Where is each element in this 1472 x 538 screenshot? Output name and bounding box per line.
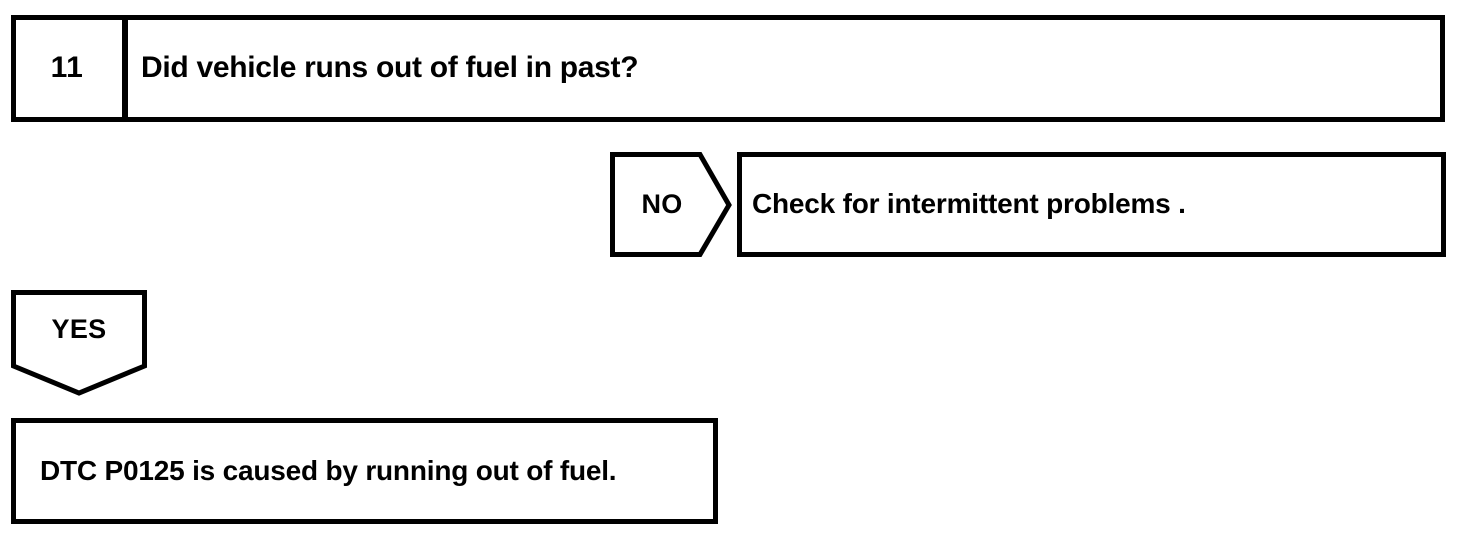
branch-label-no: NO [641,189,683,219]
branch-arrow-yes [11,290,147,396]
result-box-no [737,152,1446,257]
result-box-yes [11,418,718,524]
step-question: Did vehicle runs out of fuel in past? [141,51,639,84]
branch-label-yes: YES [51,313,107,344]
branch-arrow-no [610,152,732,257]
step-row-box [11,15,1445,122]
step-number: 11 [50,51,84,84]
result-text-no: Check for intermittent problems . [752,188,1186,219]
result-text-yes: DTC P0125 is caused by running out of fu… [40,455,617,486]
